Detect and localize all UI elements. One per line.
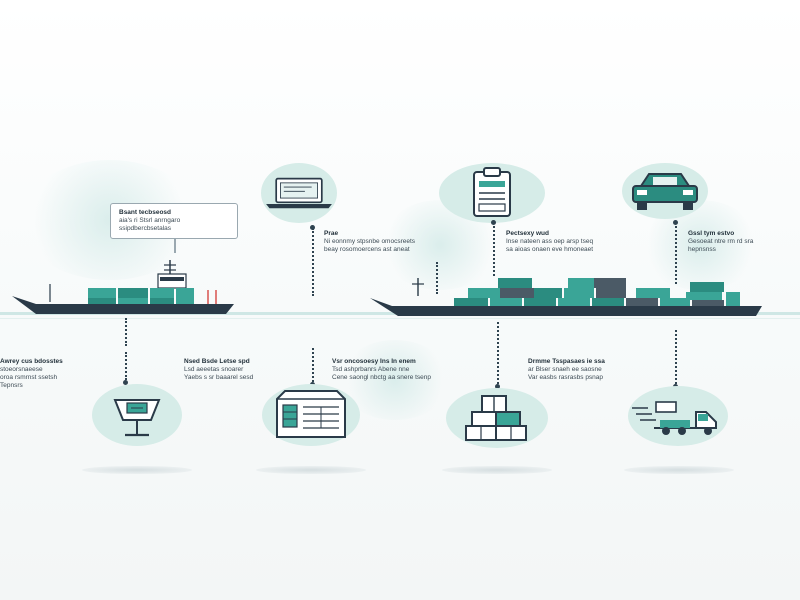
bottom-label-line: Cene saongl nbctg aa snere tsenp	[332, 374, 432, 381]
connector-line	[312, 348, 314, 382]
warehouse-circle	[262, 384, 360, 446]
bottom-label: Nsed Bsde Letse spd Lsd aeeetas snoarer …	[184, 358, 304, 382]
bottom-label-line: Lsd aeeetas snoarer	[184, 366, 244, 373]
stacked-crates-icon	[465, 395, 527, 441]
connector-line	[312, 228, 314, 296]
bottom-label-line: Tsd ashprbanrs Abene nne	[332, 366, 410, 373]
top-label-line: Ni eonnmy stpsnbe omocsreets	[324, 238, 416, 245]
top-label-title: Pectsexy wud	[506, 230, 549, 237]
top-label-title: Gssl tym estvo	[688, 230, 735, 237]
car-circle	[622, 163, 708, 219]
bottom-label-line: stoeorsnaeese	[0, 366, 43, 373]
top-label-line: Inse nateen ass oep arsp tseq	[506, 238, 594, 245]
bottom-label-line: Var easbs rasrasbs psnap	[528, 374, 604, 381]
callout-line: aia's ri Stsrl anrngaro	[119, 217, 181, 224]
connector-line	[436, 262, 438, 294]
laptop-icon	[266, 177, 332, 209]
bottom-label-line: Tepnsrs	[0, 382, 23, 389]
top-label: Pectsexy wud Inse nateen ass oep arsp ts…	[500, 230, 593, 260]
top-label-line: sa aioas onaen eve hmoneaet	[506, 246, 594, 253]
callout-line: Bsant tecbseosd	[119, 209, 172, 216]
truck-circle	[628, 386, 728, 446]
connector-dot	[310, 225, 315, 230]
top-label-line: Gesoeat ntre rm rd sra	[688, 238, 754, 245]
icon-shadow	[82, 466, 192, 474]
callout-tail	[174, 239, 176, 253]
clipboard-circle	[439, 163, 545, 223]
bottom-label-line: Yaebs s sr baaarel sesd	[184, 374, 254, 381]
ship-callout-box: Bsant tecbseosd aia's ri Stsrl anrngaro …	[110, 203, 238, 239]
crates-circle	[446, 388, 548, 448]
car-icon	[632, 173, 698, 210]
connector-dot	[123, 380, 128, 385]
connector-line	[497, 322, 499, 384]
bottom-label-line: oroa rsmrnst ssetsh	[0, 374, 58, 381]
customs-circle	[92, 384, 182, 446]
icon-shadow	[624, 466, 734, 474]
top-label-line: beay rosomoercens ast aneat	[324, 246, 410, 253]
connector-line	[125, 318, 127, 346]
connector-dot	[673, 220, 678, 225]
small-container-ship	[12, 260, 234, 314]
clipboard-icon	[473, 167, 511, 217]
bottom-label: Drmme Tsspasaes ie ssa ar Blser snaeh ee…	[528, 358, 668, 382]
bottom-label: Awrey cus bdosstes stoeorsnaeese oroa rs…	[0, 358, 118, 390]
connector-line	[675, 330, 677, 384]
callout-line: ssipdbercbsetalas	[119, 225, 172, 232]
top-label-title: Prae	[324, 230, 339, 237]
bottom-label: Vsr oncosoesy Ins In enem Tsd ashprbanrs…	[332, 358, 488, 382]
laptop-circle	[261, 163, 337, 223]
large-container-ship	[370, 278, 762, 316]
icon-shadow	[256, 466, 366, 474]
bottom-label-line: Drmme Tsspasaes ie ssa	[528, 358, 605, 365]
connector-line	[493, 222, 495, 276]
top-label: Gssl tym estvo Gesoeat ntre rm rd sra he…	[682, 230, 753, 260]
icon-shadow	[442, 466, 552, 474]
bottom-label-line: Vsr oncosoesy Ins In enem	[332, 358, 416, 365]
connector-dot	[491, 220, 496, 225]
connector-line	[125, 352, 127, 380]
bottom-label-line: ar Blser snaeh ee saosne	[528, 366, 602, 373]
bottom-label-line: Nsed Bsde Letse spd	[184, 358, 250, 365]
connector-dot	[495, 384, 500, 389]
delivery-truck-icon	[632, 401, 717, 435]
top-label-line: hepnsnss	[688, 246, 716, 253]
top-label: Prae Ni eonnmy stpsnbe omocsreets beay r…	[318, 230, 415, 260]
connector-line	[675, 222, 677, 284]
customs-scale-icon	[113, 399, 161, 437]
warehouse-shelf-icon	[276, 390, 346, 438]
bottom-label-line: Awrey cus bdosstes	[0, 358, 63, 365]
water-reflection	[0, 318, 800, 319]
